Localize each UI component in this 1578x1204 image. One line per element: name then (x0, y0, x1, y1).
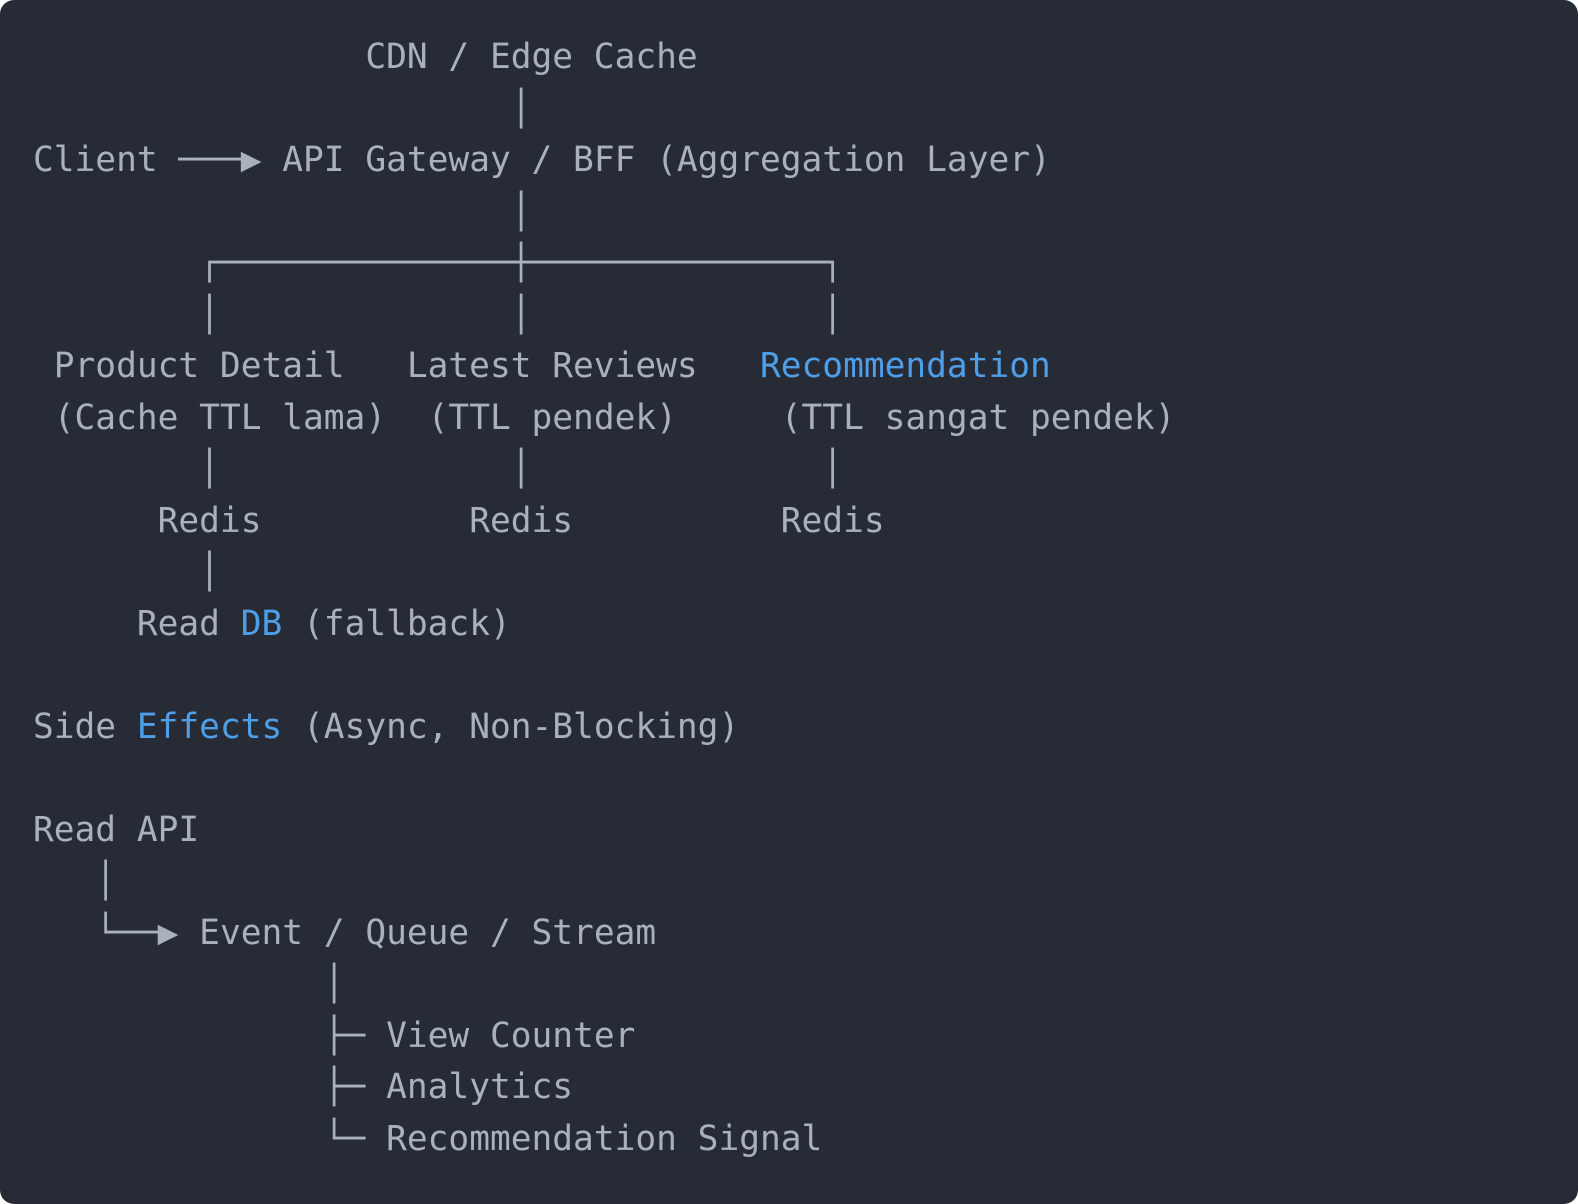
node-redis-reviews: Redis (261, 500, 574, 541)
connector-vertical: │ (33, 88, 532, 129)
node-view-counter: View Counter (386, 1015, 636, 1056)
label-ttl-sangat-pendek: (TTL sangat pendek) (676, 397, 1176, 438)
node-read-db: Read (33, 603, 241, 644)
node-recommendation: Recommendation (697, 346, 1051, 386)
heading-side-effects: Side (33, 706, 137, 747)
node-redis-product: Redis (33, 500, 262, 541)
connector-branch-tee: ├─ (33, 1015, 387, 1056)
node-redis-recommendation: Redis (573, 500, 885, 541)
node-latest-reviews: Latest Reviews (344, 346, 698, 386)
arrow-elbow-icon: └──▶ (33, 912, 200, 953)
label-ttl-pendek: (TTL pendek) (386, 397, 677, 438)
connector-branch-end: └─ (33, 1118, 387, 1159)
connector-vertical: │ (33, 964, 345, 1004)
connector-vertical: │ (33, 552, 220, 592)
connector-verticals: │ │ │ (33, 294, 844, 335)
node-cdn-edge-cache: CDN / Edge Cache (33, 37, 698, 77)
node-event-queue-stream: Event / Queue / Stream (199, 912, 657, 953)
label-cache-ttl-lama: (Cache TTL lama) (33, 397, 387, 438)
connector-branch: ┌──────────────┼──────────────┐ (33, 243, 844, 283)
node-recommendation-signal: Recommendation Signal (386, 1118, 823, 1159)
accent-effects: Effects (136, 706, 283, 747)
arrow-right-icon: ───▶ (178, 140, 283, 180)
connector-vertical: │ (33, 861, 117, 901)
accent-db: DB (240, 603, 283, 644)
node-read-api: Read API (33, 809, 200, 850)
connector-branch-tee: ├─ (33, 1067, 387, 1107)
label-fallback: (fallback) (282, 603, 511, 644)
connector-verticals: │ │ │ (33, 449, 844, 489)
node-analytics: Analytics (386, 1067, 574, 1107)
connector-vertical: │ (33, 191, 532, 232)
node-product-detail: Product Detail (33, 346, 345, 386)
node-api-gateway-bff: API Gateway / BFF (Aggregation Layer) (282, 140, 1051, 180)
label-async-non-blocking: (Async, Non-Blocking) (282, 706, 740, 747)
node-client: Client (33, 140, 179, 180)
ascii-architecture-diagram: CDN / Edge Cache │ Client ───▶ API Gatew… (33, 37, 1176, 1159)
